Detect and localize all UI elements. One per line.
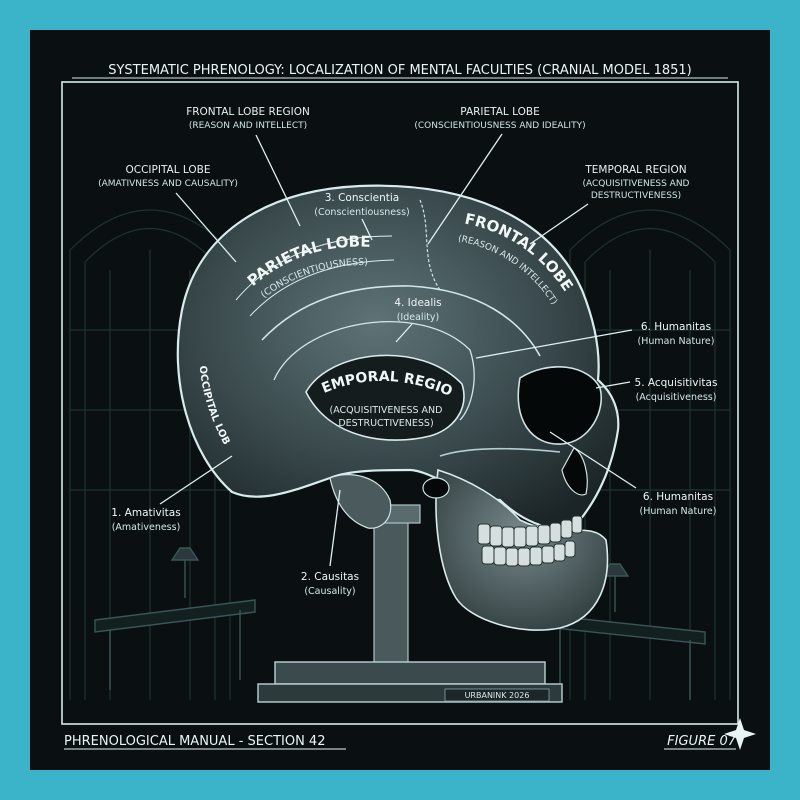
svg-text:(Human Nature): (Human Nature) xyxy=(640,506,717,517)
maker-plaque-text: URBANINK 2026 xyxy=(465,691,530,700)
skull-label-temporal-sub1: (ACQUISITIVENESS AND xyxy=(330,405,443,416)
callout-causitas: 2. Causitas (Causality) xyxy=(301,571,359,597)
svg-text:OCCIPITAL LOBE: OCCIPITAL LOBE xyxy=(126,164,211,176)
ear-opening xyxy=(422,477,450,499)
svg-text:(REASON AND INTELLECT): (REASON AND INTELLECT) xyxy=(189,121,307,131)
svg-text:3. Conscientia: 3. Conscientia xyxy=(325,192,400,204)
callout-humanitas-bottom: 6. Humanitas (Human Nature) xyxy=(640,491,717,517)
footer-figure-number: FIGURE 07 xyxy=(667,734,737,749)
svg-text:(Ideality): (Ideality) xyxy=(397,312,440,323)
svg-text:TEMPORAL REGION: TEMPORAL REGION xyxy=(584,164,686,176)
nasal-cavity xyxy=(561,447,588,496)
callout-amativitas: 1. Amativitas (Amativeness) xyxy=(111,507,180,533)
svg-text:2. Causitas: 2. Causitas xyxy=(301,571,359,583)
callout-temporal-region: TEMPORAL REGION (ACQUISITIVENESS AND DES… xyxy=(582,164,689,201)
svg-text:(Acquisitiveness): (Acquisitiveness) xyxy=(636,392,717,403)
skull-illustration xyxy=(176,184,620,631)
temporal-region-panel xyxy=(305,354,465,441)
svg-text:6. Humanitas: 6. Humanitas xyxy=(641,321,711,333)
skull-label-temporal-sub2: DESTRUCTIVENESS) xyxy=(338,418,433,429)
footer-section: PHRENOLOGICAL MANUAL - SECTION 42 xyxy=(64,734,325,749)
svg-text:6. Humanitas: 6. Humanitas xyxy=(643,491,713,503)
svg-text:FRONTAL LOBE REGION: FRONTAL LOBE REGION xyxy=(186,106,310,118)
callout-frontal-region: FRONTAL LOBE REGION (REASON AND INTELLEC… xyxy=(186,106,310,131)
callout-parietal-lobe: PARIETAL LOBE (CONSCIENTIOUSNESS AND IDE… xyxy=(414,106,585,131)
svg-text:(Causality): (Causality) xyxy=(304,586,355,597)
svg-text:5. Acquisitivitas: 5. Acquisitivitas xyxy=(635,377,718,389)
page-title: SYSTEMATIC PHRENOLOGY: LOCALIZATION OF M… xyxy=(108,63,692,78)
callout-idealis: 4. Idealis (Ideality) xyxy=(394,297,441,323)
svg-text:(CONSCIENTIOUSNESS AND IDEALIT: (CONSCIENTIOUSNESS AND IDEALITY) xyxy=(414,121,585,131)
maker-plaque xyxy=(444,688,550,702)
leader-lines xyxy=(159,133,637,567)
svg-text:(AMATIVNESS AND CAUSALITY): (AMATIVNESS AND CAUSALITY) xyxy=(98,179,238,189)
callout-humanitas-top: 6. Humanitas (Human Nature) xyxy=(638,321,715,347)
sparkle-icon xyxy=(724,718,756,750)
svg-text:4. Idealis: 4. Idealis xyxy=(394,297,441,309)
svg-text:PARIETAL LOBE: PARIETAL LOBE xyxy=(460,106,539,118)
callout-conscientia: 3. Conscientia (Conscientiousness) xyxy=(314,192,409,218)
svg-text:(Human Nature): (Human Nature) xyxy=(638,336,715,347)
svg-text:(Amativeness): (Amativeness) xyxy=(112,522,181,533)
svg-text:(Conscientiousness): (Conscientiousness) xyxy=(314,207,409,218)
callout-acquisitivitas: 5. Acquisitivitas (Acquisitiveness) xyxy=(635,377,718,403)
eye-socket xyxy=(517,366,602,445)
library-tables xyxy=(94,547,706,700)
callout-occipital-lobe: OCCIPITAL LOBE (AMATIVNESS AND CAUSALITY… xyxy=(98,164,238,189)
svg-text:(ACQUISITIVENESS AND: (ACQUISITIVENESS AND xyxy=(582,179,689,189)
svg-text:DESTRUCTIVENESS): DESTRUCTIVENESS) xyxy=(591,191,681,201)
inner-frame xyxy=(61,81,739,725)
svg-text:1. Amativitas: 1. Amativitas xyxy=(111,507,180,519)
skull-stand: URBANINK 2026 xyxy=(257,504,563,703)
